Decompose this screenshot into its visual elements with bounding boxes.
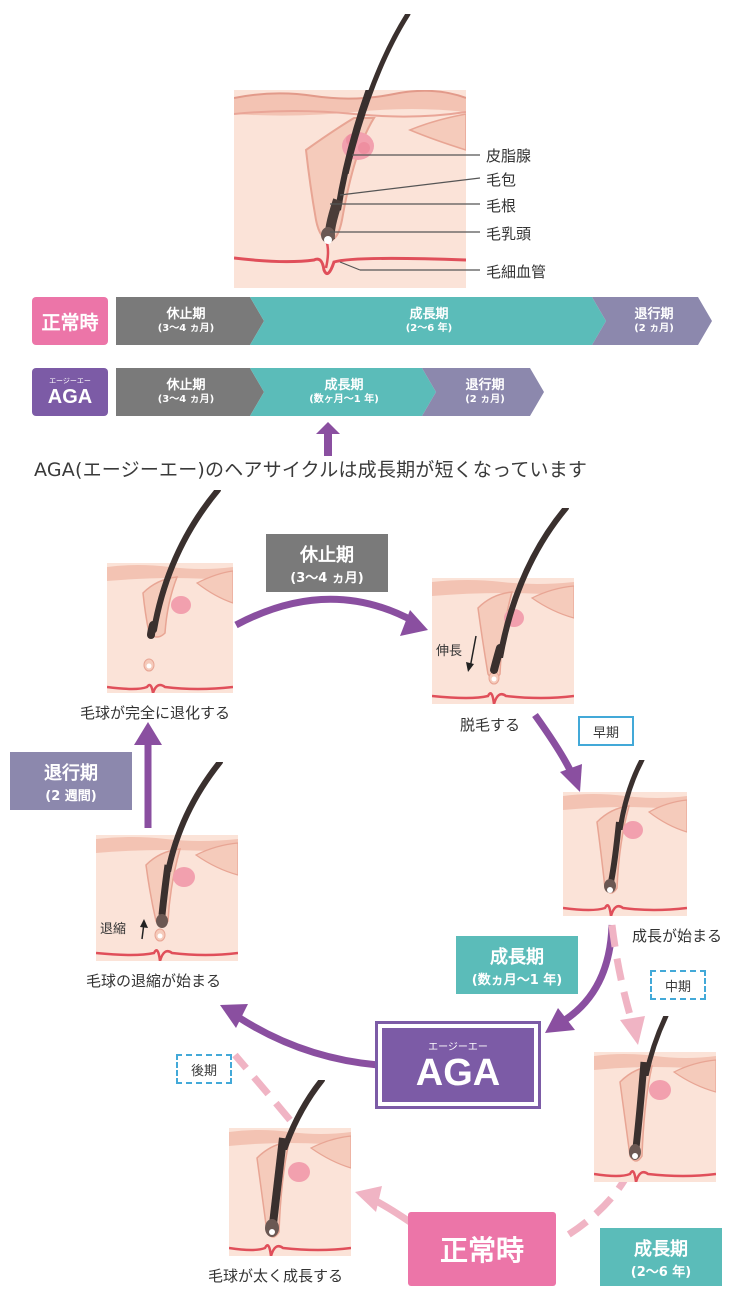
panel-bulb-thickens-hair [281,1080,325,1150]
marker-shrink: 退縮 [100,922,127,937]
panel-bulb-regressed-hair [151,490,221,633]
stage-late-badge: 後期 [176,1054,232,1084]
panel-shedding [432,578,574,704]
normal-center-badge: 正常時 [408,1212,556,1286]
normal-growth-phase-label: 成長期 (2〜6 年) [600,1228,722,1286]
aga-growth-segment: 成長期(数ヶ月〜1 年) [309,378,379,405]
normal-regression-segment: 退行期(2 ヵ月) [634,307,674,334]
aga-resting-segment: 休止期(3〜4 ヵ月) [157,378,215,405]
label-sebaceous-gland: 皮脂腺 [486,147,532,165]
label-hair-follicle: 毛包 [486,171,517,189]
normal-timeline: 休止期(3〜4 ヵ月) 成長期(2〜6 年) 退行期(2 ヵ月) [116,297,712,345]
regression-phase-label: 退行期 (2 週間) [10,752,132,810]
label-hair-root: 毛根 [486,197,517,215]
normal-resting-segment: 休止期(3〜4 ヵ月) [157,307,215,334]
aga-regression-segment: 退行期(2 ヵ月) [465,378,505,405]
panel-shedding-hair [497,508,569,658]
aga-row-label: エージーエー AGA [32,368,108,416]
anatomy-leader-lines [330,154,481,271]
normal-growth-segment: 成長期(2〜6 年) [405,307,453,334]
label-capillary: 毛細血管 [486,263,547,281]
caption-bulb-thickens: 毛球が太く成長する [208,1267,344,1285]
stage-middle-badge: 中期 [650,970,706,1000]
up-arrow-icon [316,422,340,456]
panel-shrink-start [96,835,238,961]
aga-timeline: 休止期(3〜4 ヵ月) 成長期(数ヶ月〜1 年) 退行期(2 ヵ月) [116,368,544,416]
label-dermal-papilla: 毛乳頭 [486,225,532,243]
caption-shrink-start: 毛球の退縮が始まる [86,972,222,990]
aga-center-badge: エージーエー AGA [375,1021,541,1109]
caption-bulb-regressed: 毛球が完全に退化する [80,704,231,722]
stage-early-badge: 早期 [578,716,634,746]
marker-elongate: 伸長 [436,644,463,659]
hair-strand-top [343,14,411,174]
resting-phase-label: 休止期 (3〜4 ヵ月) [266,534,388,592]
timeline-caption: AGA(エージーエー)のヘアサイクルは成長期が短くなっています [34,459,588,481]
caption-growth-start: 成長が始まる [632,927,723,945]
panel-shrink-start-hair [165,762,223,872]
panel-middle-growth-hair [643,1016,669,1076]
caption-shedding: 脱毛する [460,716,521,734]
normal-row-label: 正常時 [32,297,108,345]
panel-middle-growth [594,1052,716,1182]
panel-growth-start-hair [617,760,645,830]
aga-growth-phase-label: 成長期 (数ヵ月〜1 年) [456,936,578,994]
